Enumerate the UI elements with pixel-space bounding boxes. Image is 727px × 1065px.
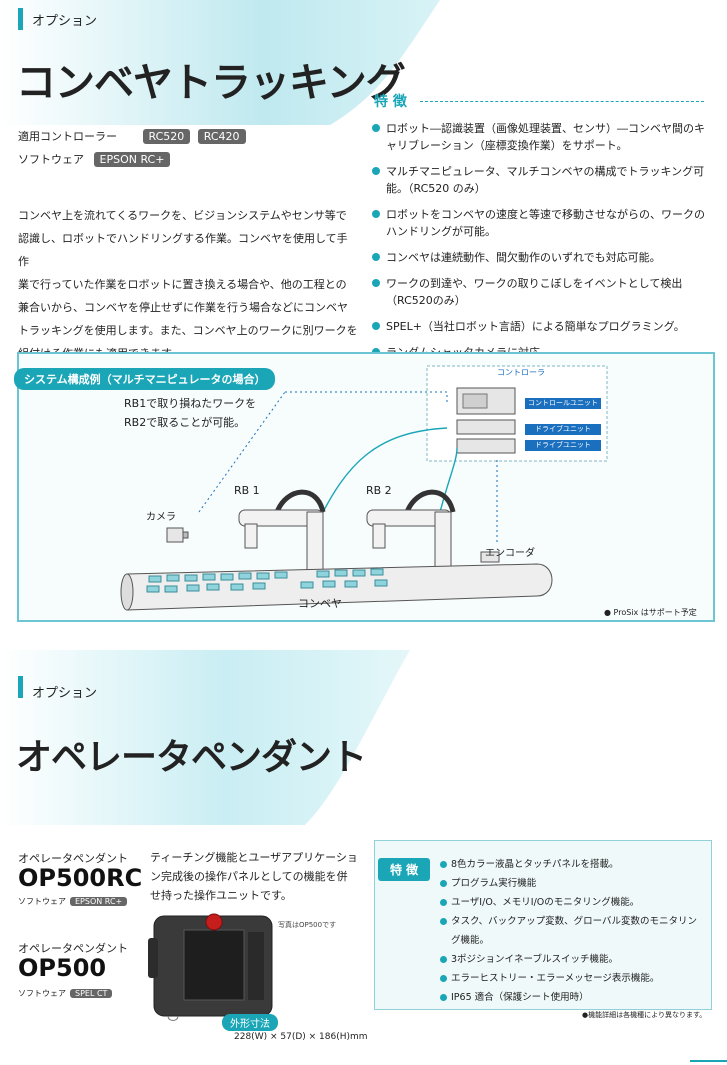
product2-software-label: ソフトウェア: [18, 989, 66, 998]
software-row: ソフトウェア EPSON RC+: [18, 151, 171, 167]
section-label: オプション: [32, 14, 98, 29]
system-tag: システム構成例（マルチマニピュレータの場合）: [14, 368, 276, 390]
camera-icon: [166, 527, 189, 543]
section-marker: [18, 676, 23, 698]
product1-software-label: ソフトウェア: [18, 897, 66, 906]
robot-rb2: [366, 489, 456, 575]
pendant-photo: [148, 913, 273, 1021]
drive-unit-label: ドライブユニット: [535, 441, 591, 449]
description-line: 認識し、ロボットでハンドリングする作業。コンベヤを使用して手作: [18, 232, 348, 268]
op-feature-item: プログラム実行機能: [440, 874, 706, 893]
op-features-box: [374, 840, 712, 1010]
drive-unit-label: ドライブユニット: [535, 425, 591, 433]
features-list: ロボット―認識装置（画像処理装置、センサ）―コンベヤ間のキャリブレーション（座標…: [372, 120, 712, 370]
drive-unit-icon: [456, 438, 516, 454]
robot-rb1: [238, 489, 326, 575]
photo-caption: 写真はOP500です: [278, 921, 337, 929]
op-feature-item: IP65 適合（保護シート使用時）: [440, 988, 706, 1007]
description-line: トラッキングを使用します。また、コンベヤ上のワークに別ワークを: [18, 324, 358, 337]
description-line: 業で行っていた作業をロボットに置き換える場合や、他の工程との: [18, 278, 347, 291]
conveyor-label: コンベヤ: [298, 597, 342, 610]
controller-title: コントローラ: [497, 368, 545, 377]
description-line: コンベヤ上を流れてくるワークを、ビジョンシステムやセンサ等で: [18, 209, 347, 222]
feature-item: SPEL+（当社ロボット言語）による簡単なプログラミング。: [372, 318, 712, 335]
product1-software: ソフトウェア EPSON RC+: [18, 896, 128, 907]
op-description-line: ティーチング機能とユーザアプリケーショ: [150, 851, 358, 864]
camera-label: カメラ: [146, 512, 176, 523]
description-line: 兼合いから、コンベヤを停止せずに作業を行う場合などにコンベヤ: [18, 301, 348, 314]
op-features-list: 8色カラー液晶とタッチパネルを搭載。 プログラム実行機能 ユーザI/O、メモリI…: [440, 855, 706, 1007]
software-badge: EPSON RC+: [93, 152, 171, 167]
control-unit-icon: [456, 387, 516, 415]
op-features-title: 特 徴: [378, 858, 431, 881]
op-footnote: ●機能詳細は各機種により異なります。: [582, 1011, 707, 1019]
op-description: ティーチング機能とユーザアプリケーショ ン完成後の操作パネルとしての機能を併 せ…: [150, 848, 370, 905]
op-feature-item: タスク、バックアップ変数、グローバル変数のモニタリング機能。: [440, 912, 706, 950]
drive-unit-icon: [456, 419, 516, 435]
op-feature-item: ユーザI/O、メモリI/Oのモニタリング機能。: [440, 893, 706, 912]
feature-item: ロボットをコンベヤの速度と等速で移動させながらの、ワークのハンドリングが可能。: [372, 206, 712, 240]
op-description-line: せ持った操作ユニットです。: [150, 889, 292, 902]
features-title: 特 徴: [374, 94, 407, 110]
section-title: オペレータペンダント: [16, 737, 367, 778]
system-drawing: [120, 365, 608, 611]
controllers-label: 適用コントローラー: [18, 130, 117, 143]
product2-label: オペレータペンダント: [18, 942, 128, 955]
dimensions-tag: 外形寸法: [222, 1014, 278, 1031]
system-note-line: RB2で取ることが可能。: [124, 416, 246, 429]
controller-badge-rc420: RC420: [197, 129, 246, 144]
op-feature-item: エラーヒストリー・エラーメッセージ表示機能。: [440, 969, 706, 988]
section-marker: [18, 8, 23, 30]
features-rule: [420, 101, 704, 102]
section-label: オプション: [32, 686, 98, 701]
control-unit-label: コントロールユニット: [528, 399, 598, 407]
encoder-icon: [480, 551, 500, 563]
description: コンベヤ上を流れてくるワークを、ビジョンシステムやセンサ等で 認識し、ロボットで…: [18, 204, 358, 365]
rb1-label: RB 1: [234, 484, 260, 497]
feature-item: ワークの到達や、ワークの取りこぼしをイベントとして検出（RC520のみ）: [372, 275, 712, 309]
controllers-row: 適用コントローラー RC520 RC420: [18, 128, 246, 144]
feature-item: ロボット―認識装置（画像処理装置、センサ）―コンベヤ間のキャリブレーション（座標…: [372, 120, 712, 154]
system-note: RB1で取り損ねたワークを RB2で取ることが可能。: [124, 394, 256, 432]
encoder-label: エンコーダ: [485, 548, 535, 559]
page-title: コンベヤトラッキング: [16, 60, 406, 106]
product2-software-badge: SPEL CT: [70, 989, 113, 998]
header-swoosh-1: [0, 0, 440, 125]
op-feature-item: 8色カラー液晶とタッチパネルを搭載。: [440, 855, 706, 874]
product1-name: OP500RC: [18, 864, 143, 892]
op-feature-item: 3ポジションイネーブルスイッチ機能。: [440, 950, 706, 969]
product2-name: OP500: [18, 954, 107, 982]
op-description-line: ン完成後の操作パネルとしての機能を併: [150, 870, 348, 883]
system-footnote: ● ProSix はサポート予定: [604, 608, 697, 617]
feature-item: コンベヤは連続動作、間欠動作のいずれでも対応可能。: [372, 249, 712, 266]
product1-label: オペレータペンダント: [18, 852, 128, 865]
product1-software-badge: EPSON RC+: [70, 897, 128, 906]
feature-item: マルチマニピュレータ、マルチコンベヤの構成でトラッキング可能。（RC520 のみ…: [372, 163, 712, 197]
workpieces: [146, 568, 388, 593]
dimensions: 228(W) × 57(D) × 186(H)mm: [234, 1032, 368, 1042]
controller-badge-rc520: RC520: [142, 129, 191, 144]
software-label: ソフトウェア: [18, 153, 84, 166]
page-corner-line: [690, 1060, 727, 1062]
rb2-label: RB 2: [366, 484, 392, 497]
system-note-line: RB1で取り損ねたワークを: [124, 397, 257, 410]
header-swoosh-2: [0, 650, 410, 825]
product2-software: ソフトウェア SPEL CT: [18, 988, 113, 999]
